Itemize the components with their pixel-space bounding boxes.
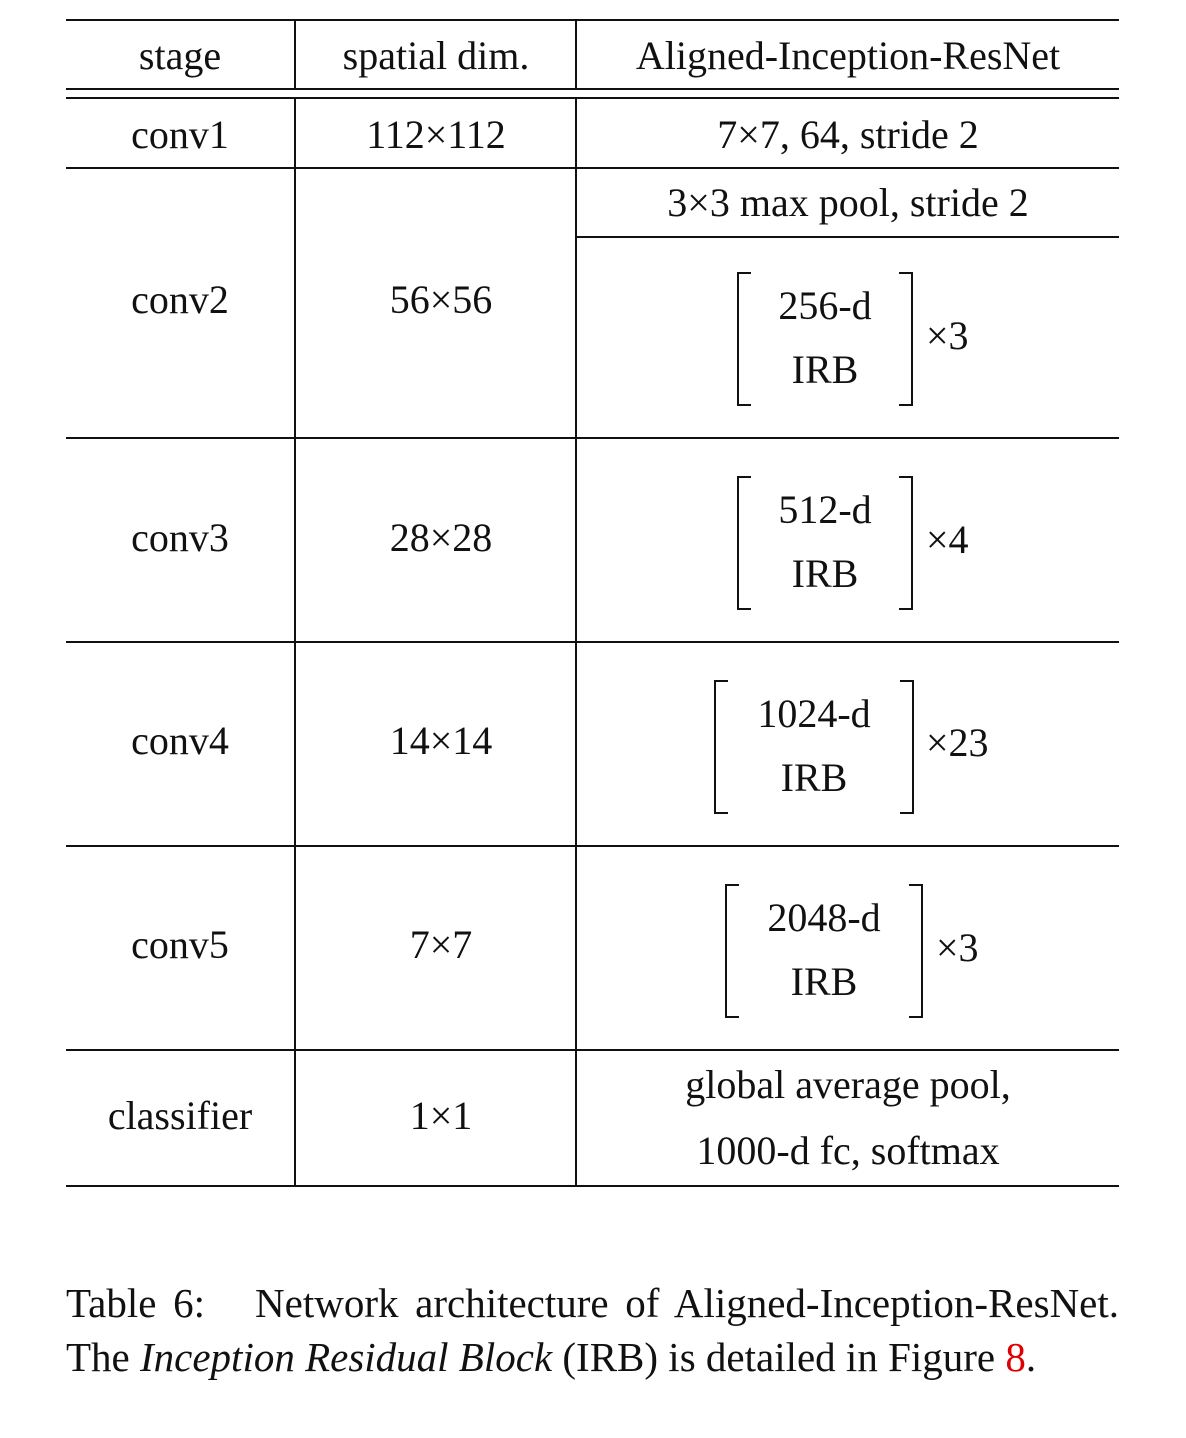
caption-label: Table 6: <box>66 1280 206 1326</box>
conv2-pool: 3×3 max pool, stride 2 <box>667 180 1029 225</box>
classifier-stage: classifier <box>107 1093 253 1138</box>
classifier-arch-line1: global average pool, <box>685 1062 1011 1107</box>
right-bracket <box>900 680 914 814</box>
conv5-dim: 7×7 <box>409 922 473 967</box>
conv3-stage: conv3 <box>131 515 229 560</box>
conv2-stage: conv2 <box>131 277 229 322</box>
table-caption: Table 6: Network architecture of Aligned… <box>66 1276 1119 1384</box>
right-bracket <box>909 884 923 1018</box>
right-bracket <box>899 272 913 406</box>
row-rule-conv1 <box>66 167 1119 169</box>
classifier-arch-line2: 1000-d fc, softmax <box>696 1128 1000 1173</box>
classifier-dim: 1×1 <box>409 1093 473 1138</box>
bottom-rule <box>66 1185 1119 1187</box>
conv4-residual-block: 1024-d IRB <box>714 680 914 814</box>
header-stage: stage <box>138 33 222 78</box>
left-bracket <box>737 476 751 610</box>
conv5-repeat: ×3 <box>936 925 979 970</box>
row-rule-conv2 <box>66 437 1119 439</box>
conv2-repeat: ×3 <box>926 313 969 358</box>
conv1-stage: conv1 <box>131 112 229 157</box>
conv4-block-type: IRB <box>780 755 848 800</box>
header-double-rule-2 <box>66 97 1119 99</box>
conv2-dim: 56×56 <box>389 277 493 322</box>
row-rule-conv3 <box>66 641 1119 643</box>
row-rule-pool <box>576 236 1119 238</box>
left-bracket <box>725 884 739 1018</box>
conv2-residual-block: 256-d IRB <box>737 272 913 406</box>
left-bracket <box>714 680 728 814</box>
right-bracket <box>899 476 913 610</box>
left-bracket <box>737 272 751 406</box>
caption-text: Network architecture of Aligned-Inceptio… <box>66 1280 1120 1380</box>
row-rule-conv5 <box>66 1049 1119 1051</box>
conv4-block-width: 1024-d <box>757 691 871 736</box>
conv3-block-type: IRB <box>791 551 859 596</box>
col-divider-2 <box>575 98 577 1187</box>
conv1-dim: 112×112 <box>366 112 506 157</box>
col-divider-2-top <box>575 19 577 89</box>
conv5-block-width: 2048-d <box>767 895 881 940</box>
header-architecture: Aligned-Inception-ResNet <box>635 33 1061 78</box>
conv5-stage: conv5 <box>131 922 229 967</box>
conv3-block-width: 512-d <box>778 487 872 532</box>
conv4-dim: 14×14 <box>389 718 493 763</box>
conv5-block-type: IRB <box>790 959 858 1004</box>
col-divider-1 <box>294 98 296 1187</box>
conv3-repeat: ×4 <box>926 517 969 562</box>
top-rule <box>66 19 1119 21</box>
caption-end: . <box>1025 1334 1037 1380</box>
conv2-block-width: 256-d <box>778 283 872 328</box>
header-double-rule-1 <box>66 88 1119 90</box>
caption-italic-term: Inception Residual Block <box>140 1334 553 1380</box>
conv4-stage: conv4 <box>131 718 229 763</box>
conv4-repeat: ×23 <box>926 720 989 765</box>
header-spatial-dim: spatial dim. <box>342 33 530 78</box>
conv5-residual-block: 2048-d IRB <box>725 884 923 1018</box>
row-rule-conv4 <box>66 845 1119 847</box>
conv3-residual-block: 512-d IRB <box>737 476 913 610</box>
conv1-arch: 7×7, 64, stride 2 <box>717 112 979 157</box>
conv3-dim: 28×28 <box>389 515 493 560</box>
conv2-block-type: IRB <box>791 347 859 392</box>
caption-text-after: (IRB) is detailed in Figure <box>562 1334 996 1380</box>
col-divider-1-top <box>294 19 296 89</box>
figure-reference-link[interactable]: 8 <box>1005 1334 1026 1380</box>
